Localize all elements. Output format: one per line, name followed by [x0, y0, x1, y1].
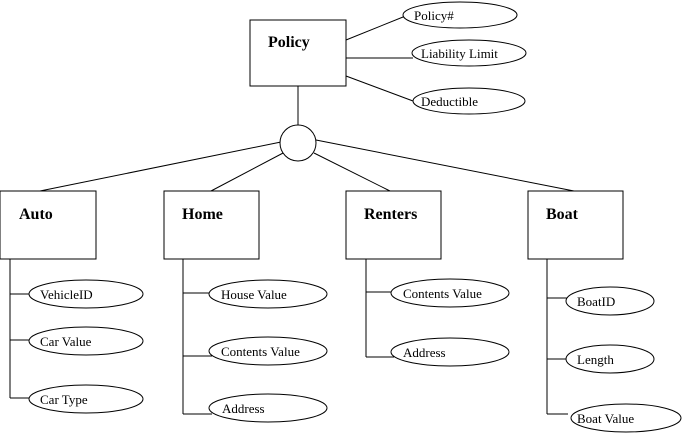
entity-box-boat [527, 190, 624, 260]
entity-box-home [163, 190, 260, 260]
attribute-car-type [28, 384, 144, 414]
attribute-boatid [565, 286, 655, 316]
attribute-boat-value [570, 403, 682, 433]
entity-policy: Policy Policy# Liability Limit Deductibl… [249, 1, 527, 125]
attribute-label: Liability Limit [421, 46, 498, 61]
connector [313, 152, 391, 192]
entity-box-auto [0, 190, 97, 260]
entity-name-boat: Boat [546, 206, 579, 223]
attribute-house-value [208, 279, 328, 309]
attribute-address [208, 393, 328, 423]
specialization-circle [279, 124, 317, 162]
attribute-length [565, 344, 655, 374]
attribute-label: Car Value [40, 334, 92, 349]
attribute-deductible [412, 87, 526, 115]
attribute-vehicleid [28, 279, 144, 309]
attribute-car-value [28, 326, 144, 356]
connector [210, 151, 286, 192]
specialization [39, 124, 575, 192]
attribute-label: House Value [221, 287, 287, 302]
entity-box-policy [249, 19, 347, 87]
entity-box-renters [345, 190, 442, 260]
attribute-address [390, 337, 510, 367]
entity-auto: Auto VehicleID Car Value Car Type [0, 190, 144, 414]
attribute-contents-value [208, 336, 328, 366]
entity-renters: Renters Contents Value Address [345, 190, 510, 367]
attribute-label: Deductible [421, 94, 478, 109]
entity-name-policy: Policy [268, 34, 310, 51]
attribute-label: Boat Value [577, 411, 634, 426]
connector [39, 141, 282, 192]
attribute-policy-number [402, 1, 518, 29]
attribute-label: Length [577, 352, 614, 367]
attribute-label: Contents Value [221, 344, 300, 359]
attribute-label: Car Type [40, 392, 88, 407]
attribute-label: Policy# [414, 8, 454, 23]
connector [345, 75, 414, 102]
entity-boat: Boat BoatID Length Boat Value [527, 190, 682, 433]
attribute-label: Contents Value [403, 286, 482, 301]
attribute-label: BoatID [577, 294, 615, 309]
attribute-contents-value [390, 278, 510, 308]
entity-home: Home House Value Contents Value Address [163, 190, 328, 423]
attribute-label: VehicleID [40, 287, 93, 302]
connector [315, 139, 575, 192]
entity-name-renters: Renters [364, 206, 417, 223]
attribute-label: Address [222, 401, 265, 416]
connector [345, 14, 409, 41]
attribute-liability-limit [411, 39, 527, 67]
entity-name-auto: Auto [19, 206, 53, 223]
entity-name-home: Home [182, 206, 223, 223]
attribute-label: Address [403, 345, 446, 360]
